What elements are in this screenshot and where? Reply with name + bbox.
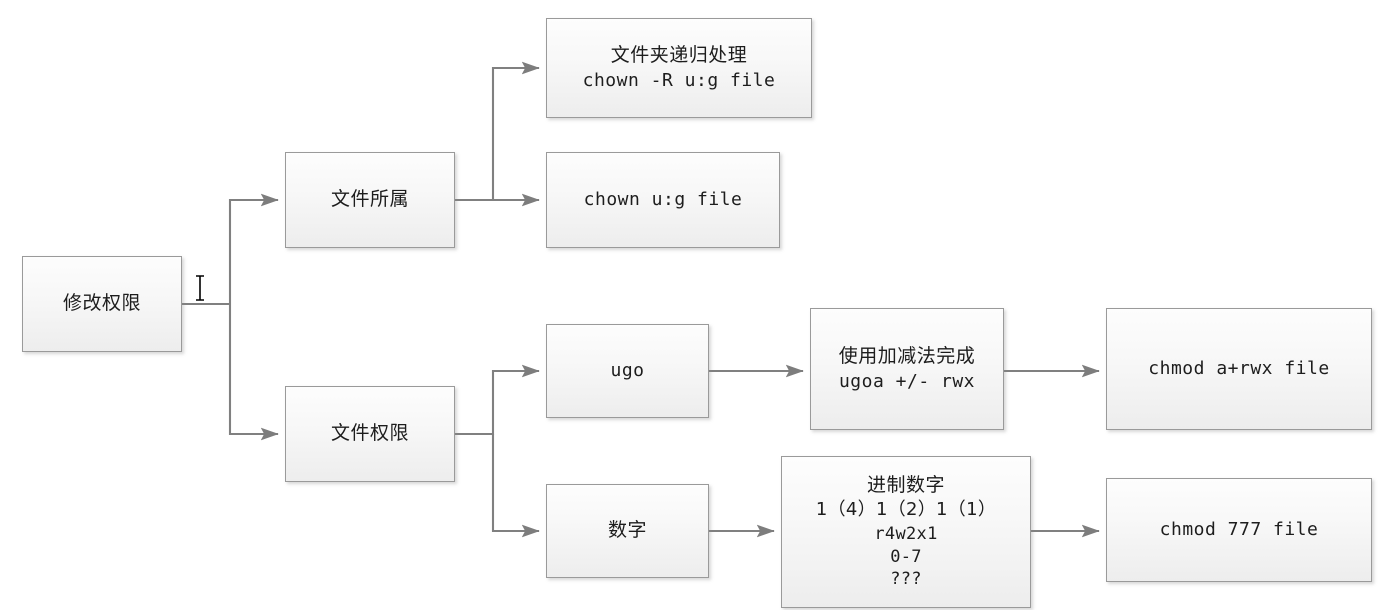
chmod-octal-command-line-1: chmod 777 file [1159,518,1319,540]
folder-recursive-chown-line-1: 文件夹递归处理 [610,44,748,67]
numeric-mode[interactable]: 数字 [546,484,709,578]
edge-root-to-ownership [228,193,279,304]
octal-digits-explanation-line-4: 0-7 [890,546,922,567]
edge-root-to-permission [228,304,279,441]
chmod-symbolic-command-line-1: chmod a+rwx file [1148,357,1330,379]
ugo-mode-line-1: ugo [610,359,645,381]
octal-digits-explanation-line-1: 进制数字 [866,473,945,496]
chown-command-line-1: chown u:g file [583,188,743,210]
add-subtract-method-line-2: ugoa +/- rwx [838,370,976,392]
file-permission-line-1: 文件权限 [330,422,409,445]
numeric-mode-line-1: 数字 [607,519,647,542]
file-permission[interactable]: 文件权限 [285,386,455,482]
ugo-mode[interactable]: ugo [546,324,709,418]
chmod-octal-command[interactable]: chmod 777 file [1106,478,1372,582]
edge-permission-to-numeric [491,434,540,538]
folder-recursive-chown-line-2: chown -R u:g file [582,69,776,91]
edge-ownership-to-recursive [491,61,540,200]
edge-permission-to-ugo [455,364,540,436]
octal-digits-explanation-line-5: ??? [890,569,922,590]
file-ownership-line-1: 文件所属 [330,188,409,211]
octal-digits-explanation-line-2: 1（4）1（2）1（1） [815,499,997,521]
modify-permission-root-line-1: 修改权限 [62,292,141,315]
text-cursor-icon [196,275,204,301]
octal-digits-explanation-line-3: r4w2x1 [874,523,938,544]
chown-command[interactable]: chown u:g file [546,152,780,248]
file-ownership[interactable]: 文件所属 [285,152,455,248]
modify-permission-root[interactable]: 修改权限 [22,256,182,352]
chmod-symbolic-command[interactable]: chmod a+rwx file [1106,308,1372,430]
add-subtract-method-line-1: 使用加减法完成 [838,345,976,368]
